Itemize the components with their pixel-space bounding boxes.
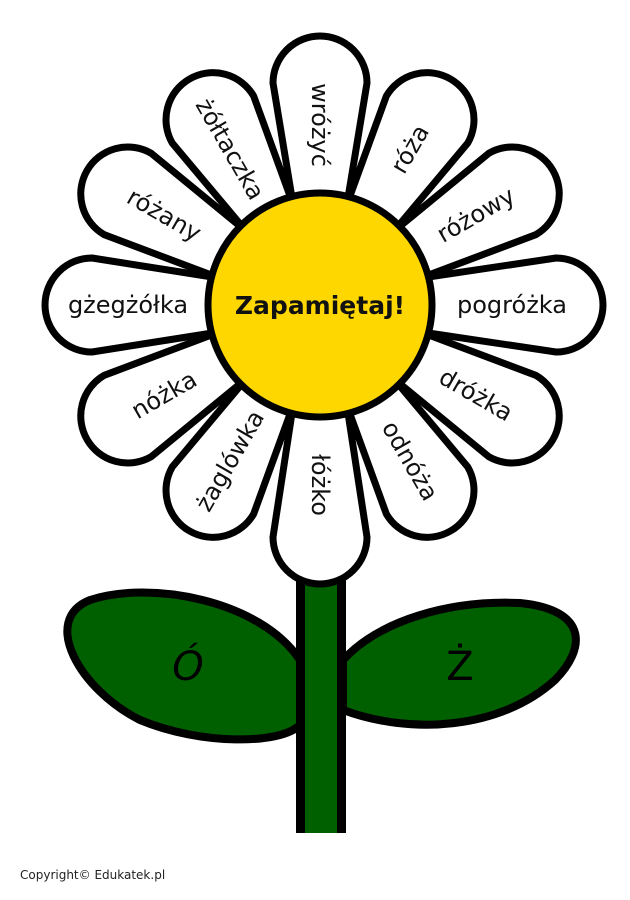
petal: [269, 32, 371, 214]
petal: [385, 143, 563, 284]
petal-shape: [269, 396, 371, 588]
petal-shape: [77, 143, 255, 284]
left-leaf: Ó: [63, 588, 304, 744]
petal-word: gżegżółka: [68, 291, 188, 319]
right-leaf: Ż: [339, 598, 580, 729]
petal-word: pogróżka: [457, 291, 567, 319]
leaf-letter-o: Ó: [172, 642, 203, 690]
petal: [162, 370, 299, 541]
center-title: Zapamiętaj!: [235, 291, 405, 320]
petal: [41, 254, 229, 356]
petal-shape: [162, 370, 299, 541]
petal-shape: [162, 69, 299, 240]
petal: [341, 69, 478, 240]
petal-shape: [385, 326, 563, 467]
petal-shape: [385, 143, 563, 284]
petal: [162, 69, 299, 240]
copyright-text: Copyright© Edukatek.pl: [20, 868, 166, 882]
petal-shape: [341, 69, 478, 240]
stem-front: [305, 660, 337, 832]
petal-shape: [269, 32, 371, 214]
petal-shape: [77, 326, 255, 467]
leaf-letter-z: Ż: [446, 642, 473, 690]
petal-word: wróżyć: [306, 83, 334, 167]
petal: [77, 143, 255, 284]
petal-shape: [411, 254, 607, 356]
petal: [269, 396, 371, 588]
petal: [341, 370, 478, 541]
petal-shape: [341, 370, 478, 541]
right-leaf-shape: [339, 598, 580, 729]
left-leaf-shape: [63, 588, 304, 744]
petal: [385, 326, 563, 467]
flower-center: [204, 189, 436, 421]
petal: [411, 254, 607, 356]
petal: [77, 326, 255, 467]
petal-word: łóżko: [306, 454, 334, 516]
petal-shape: [41, 254, 229, 356]
